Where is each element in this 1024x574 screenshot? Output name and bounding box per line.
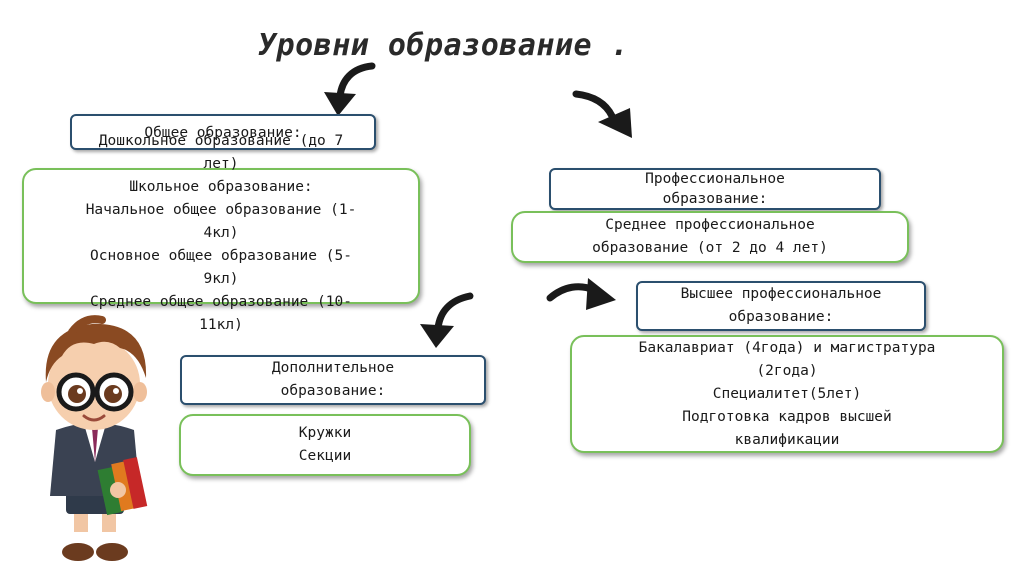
- general-line: Начальное общее образование (1-: [85, 202, 357, 218]
- higher-education-content-box: Бакалавриат (4года) и магистратура (2год…: [570, 335, 1004, 453]
- additional-header-line: Дополнительное: [271, 360, 395, 376]
- higher-header-line: образование:: [728, 309, 834, 325]
- general-education-header: Общее образование:: [70, 114, 376, 150]
- professional-education-header: Профессиональное образование:: [549, 168, 881, 210]
- additional-line: Кружки: [298, 425, 352, 441]
- higher-line: Бакалавриат (4года) и магистратура: [638, 339, 936, 356]
- secondary-professional-line: Среднее профессиональное: [605, 217, 815, 233]
- general-line: Школьное образование:: [129, 179, 313, 195]
- arrow-to-additional-icon: [420, 292, 474, 348]
- schoolboy-illustration: [41, 315, 148, 561]
- general-line: 9кл): [203, 271, 239, 287]
- general-line: 4кл): [203, 225, 239, 241]
- general-line: Основное общее образование (5-: [90, 248, 352, 264]
- page-title: Уровни образование .: [258, 28, 630, 63]
- general-education-content-box: [22, 168, 420, 304]
- additional-education-content-box: Кружки Секции: [179, 414, 471, 476]
- higher-line: квалификации: [734, 431, 840, 448]
- general-line: лет): [203, 156, 239, 172]
- additional-education-header: Дополнительное образование:: [180, 355, 486, 405]
- secondary-professional-line: образование (от 2 до 4 лет): [592, 240, 828, 256]
- higher-education-header: Высшее профессиональное образование:: [636, 281, 926, 331]
- higher-header-line: Высшее профессиональное: [680, 286, 882, 302]
- arrow-to-higher-icon: [546, 278, 616, 310]
- arrow-to-general-icon: [324, 62, 376, 116]
- general-line: Дошкольное образование (до 7: [98, 133, 344, 149]
- general-line: Среднее общее образование (10-: [90, 294, 352, 310]
- secondary-professional-box: Среднее профессиональное образование (от…: [511, 211, 909, 263]
- arrow-to-professional-icon: [572, 90, 632, 138]
- general-education-header-label: Общее образование:: [144, 125, 302, 141]
- higher-line: (2года): [756, 362, 818, 379]
- general-education-text: Дошкольное образование (до 7 лет) Школьн…: [22, 130, 420, 337]
- higher-line: Специалитет(5лет): [712, 385, 862, 402]
- general-line: 11кл): [199, 317, 243, 333]
- professional-header-line: Профессиональное: [645, 171, 785, 187]
- additional-line: Секции: [298, 448, 352, 464]
- higher-line: Подготовка кадров высшей: [682, 408, 892, 425]
- additional-header-line: образование:: [280, 383, 386, 399]
- professional-header-line: образование:: [662, 191, 768, 207]
